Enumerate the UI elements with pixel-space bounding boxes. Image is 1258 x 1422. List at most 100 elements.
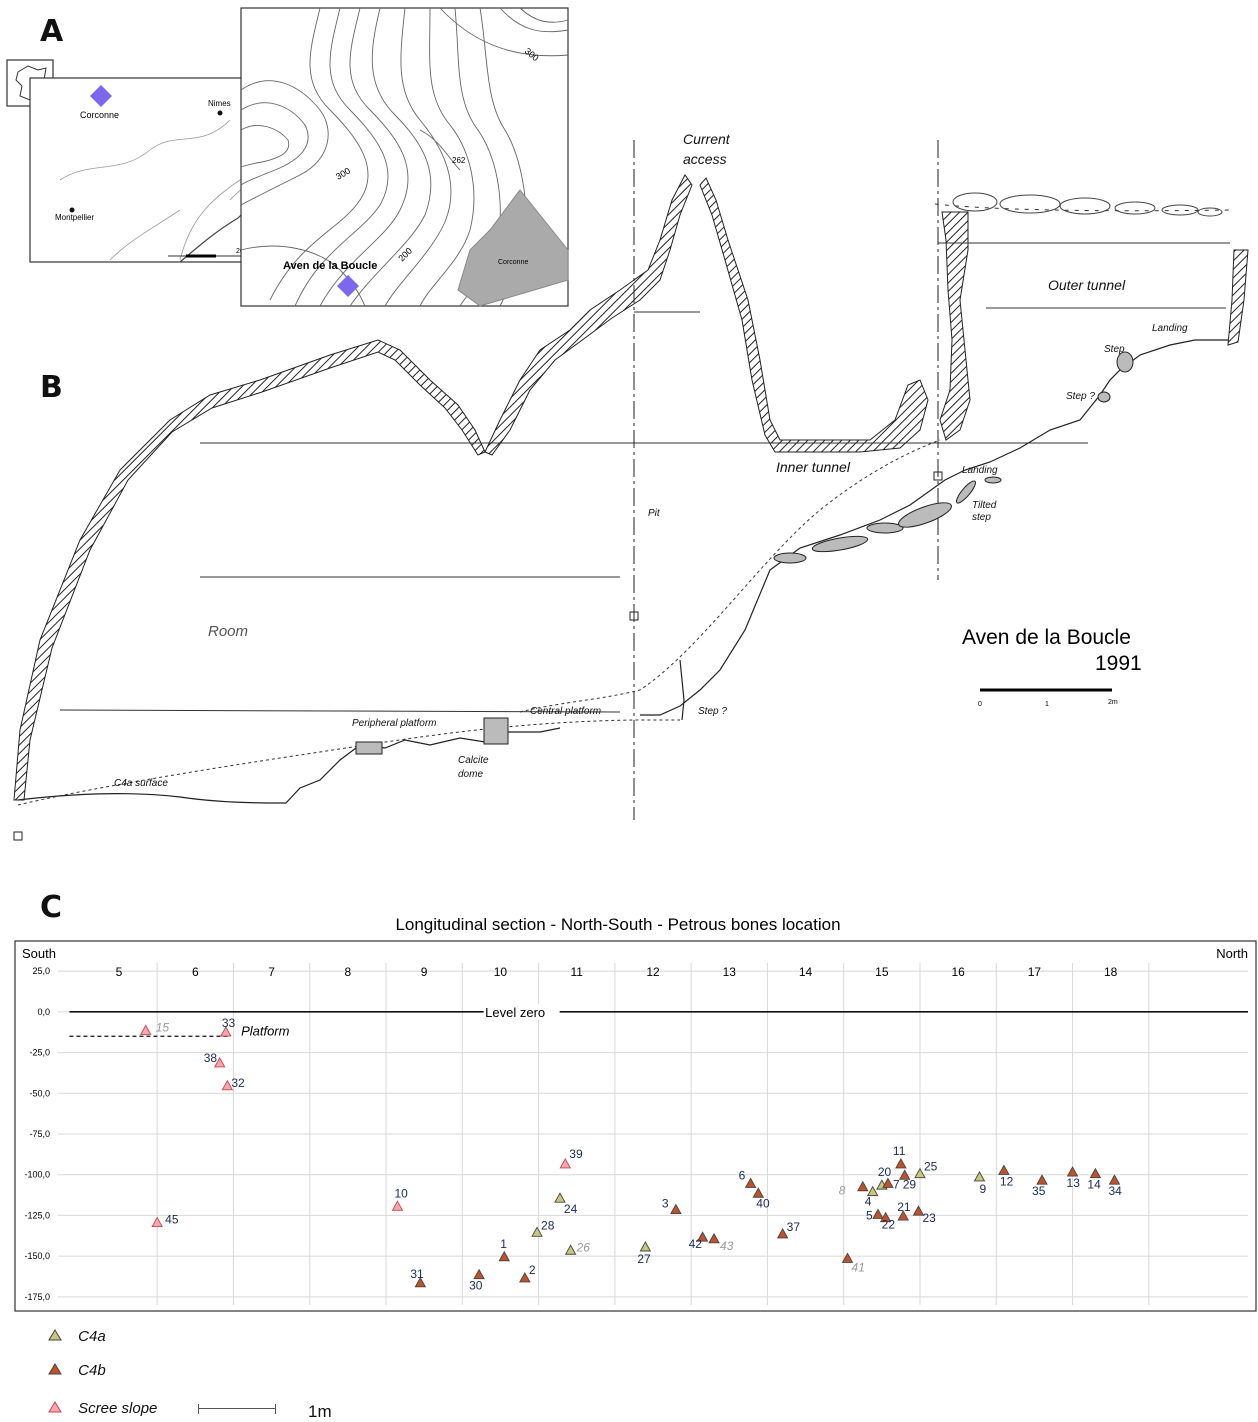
point-label-14: 14 <box>1087 1178 1101 1192</box>
point-marker-37 <box>776 1228 789 1239</box>
y-tick-label: -175,0 <box>24 1292 50 1302</box>
chart-scale-label: 1m <box>308 1402 332 1421</box>
x-tick-label: 12 <box>646 965 660 979</box>
panel-b-letter: B <box>40 370 63 405</box>
point-label-32: 32 <box>231 1076 245 1090</box>
chart-scale-bar <box>198 1404 276 1414</box>
label-central-platform: Central platform <box>530 706 601 717</box>
point-label-20: 20 <box>878 1165 892 1179</box>
point-marker-27 <box>639 1241 652 1252</box>
section-scale-1: 1 <box>1045 701 1049 708</box>
point-marker-4 <box>866 1185 879 1197</box>
point-label-7: 7 <box>893 1177 900 1191</box>
legend-item-c4a: C4a <box>48 1328 106 1345</box>
label-calcite-1: Calcite <box>458 755 489 766</box>
y-tick-label: 0,0 <box>37 1007 50 1017</box>
point-label-3: 3 <box>662 1197 669 1211</box>
nimes-dot <box>217 110 223 116</box>
point-label-21: 21 <box>897 1200 911 1214</box>
point-label-13: 13 <box>1067 1176 1081 1190</box>
x-tick-label: 16 <box>951 965 965 979</box>
point-label-43: 43 <box>720 1239 734 1253</box>
point-label-22: 22 <box>882 1218 896 1232</box>
point-marker-10 <box>391 1200 404 1211</box>
point-label-6: 6 <box>739 1168 746 1182</box>
x-tick-label: 6 <box>192 965 199 979</box>
section-scale-0: 0 <box>978 701 982 708</box>
label-tilted-1: Tilted <box>972 500 997 511</box>
y-tick-label: 25,0 <box>32 966 50 976</box>
label-outer-tunnel: Outer tunnel <box>1048 277 1126 293</box>
legend-scree-marker <box>48 1401 62 1413</box>
point-marker-40 <box>752 1187 765 1198</box>
cave-section: Current access Outer tunnel Landing Step… <box>13 131 1249 841</box>
point-label-15: 15 <box>156 1020 170 1034</box>
point-marker-30 <box>473 1268 485 1280</box>
point-marker-15 <box>139 1024 152 1035</box>
rock-walls <box>13 174 1249 801</box>
legend-scree-label: Scree slope <box>78 1400 158 1417</box>
label-landing-upper: Landing <box>1152 323 1188 334</box>
point-marker-32 <box>221 1079 234 1091</box>
x-tick-label: 7 <box>268 965 275 979</box>
point-marker-42 <box>696 1231 709 1242</box>
label-current-access-2: access <box>683 151 727 167</box>
legend-c4b-label: C4b <box>78 1362 106 1379</box>
x-tick-label: 8 <box>345 965 352 979</box>
point-marker-31 <box>414 1276 427 1288</box>
point-marker-43 <box>708 1232 720 1244</box>
point-marker-22 <box>879 1211 892 1223</box>
point-label-23: 23 <box>922 1211 936 1225</box>
x-tick-label: 11 <box>570 965 583 979</box>
point-label-40: 40 <box>756 1196 770 1210</box>
place-nimes: Nimes <box>208 99 231 108</box>
site-label: Aven de la Boucle <box>283 260 377 272</box>
label-step: Step <box>1104 344 1125 355</box>
chart-north-label: North <box>1216 946 1248 961</box>
point-label-41: 41 <box>852 1260 865 1274</box>
panel-a-letter: A <box>40 14 64 49</box>
label-pit: Pit <box>648 508 661 519</box>
point-marker-14 <box>1089 1167 1102 1179</box>
y-tick-label: -75,0 <box>29 1129 50 1139</box>
label-calcite-2: dome <box>458 769 483 780</box>
point-marker-11 <box>895 1158 907 1169</box>
point-marker-25 <box>914 1167 926 1179</box>
point-marker-13 <box>1066 1166 1079 1177</box>
y-tick-label: -125,0 <box>24 1210 50 1220</box>
point-label-8: 8 <box>839 1184 846 1198</box>
platform-label: Platform <box>241 1023 290 1038</box>
x-tick-label: 15 <box>875 965 889 979</box>
y-tick-label: -150,0 <box>24 1251 50 1261</box>
point-label-34: 34 <box>1109 1184 1123 1198</box>
chart-frame <box>14 940 1257 1312</box>
place-montpellier: Montpellier <box>55 213 94 222</box>
point-label-29: 29 <box>903 1177 917 1191</box>
site-marker <box>337 275 359 297</box>
x-tick-label: 5 <box>116 965 123 979</box>
pebbles <box>952 192 1223 217</box>
blocks <box>355 351 1134 755</box>
point-label-35: 35 <box>1032 1184 1046 1198</box>
montpellier-dot <box>69 207 75 213</box>
label-peripheral-platform: Peripheral platform <box>352 718 436 729</box>
x-tick-label: 13 <box>723 965 737 979</box>
label-inner-tunnel: Inner tunnel <box>776 459 851 475</box>
point-marker-41 <box>841 1252 854 1263</box>
point-marker-24 <box>554 1192 566 1203</box>
point-label-31: 31 <box>410 1267 424 1281</box>
legend-c4a-marker <box>48 1329 62 1341</box>
point-label-26: 26 <box>576 1240 591 1254</box>
point-label-12: 12 <box>1000 1174 1014 1188</box>
point-label-1: 1 <box>500 1237 507 1251</box>
point-label-11: 11 <box>893 1144 906 1158</box>
level-zero-label: Level zero <box>485 1005 545 1020</box>
legend-c4a-label: C4a <box>78 1328 106 1345</box>
point-marker-7 <box>882 1177 894 1188</box>
y-tick-label: -50,0 <box>29 1088 50 1098</box>
point-label-37: 37 <box>787 1220 801 1234</box>
